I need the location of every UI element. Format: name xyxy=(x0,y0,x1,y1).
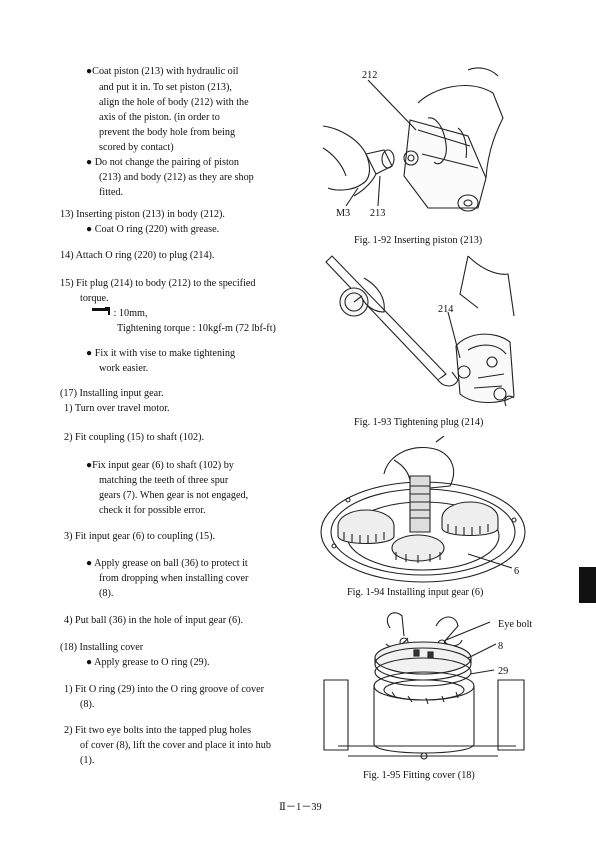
coat-piston-line-3: align the hole of body (212) with the xyxy=(99,97,249,108)
step-17-3: 3) Fit input gear (6) to coupling (15). xyxy=(64,531,216,542)
caption-fig-1-93: Fig. 1-93 Tightening plug (214) xyxy=(354,417,484,428)
step-18-2-line-1: 2) Fit two eye bolts into the tapped plu… xyxy=(64,725,252,736)
caption-fig-1-95: Fig. 1-95 Fitting cover (18) xyxy=(363,770,475,781)
step-15-line-2: torque. xyxy=(80,293,109,304)
pairing-note-line-2: (213) and body (212) as they are shop xyxy=(99,172,254,183)
coat-piston-line-4: axis of the piston. (in order to xyxy=(99,112,220,123)
section-18-note: ● Apply grease to O ring (29). xyxy=(86,657,210,668)
coat-piston-line-1: ●Coat piston (213) with hydraulic oil xyxy=(86,66,239,77)
gear-note-line-3: gears (7). When gear is not engaged, xyxy=(99,490,249,501)
label-8: 8 xyxy=(498,641,504,652)
section-18-title: (18) Installing cover xyxy=(60,642,144,653)
ball-note-line-2: from dropping when installing cover xyxy=(99,573,249,584)
coat-piston-line-5: prevent the body hole from being xyxy=(99,127,236,138)
label-m3: M3 xyxy=(336,208,351,219)
coat-piston-line-6: scored by contact) xyxy=(99,142,174,153)
section-tab-marker xyxy=(579,567,596,603)
label-214: 214 xyxy=(438,304,454,315)
label-29: 29 xyxy=(498,666,509,677)
step-13-note: ● Coat O ring (220) with grease. xyxy=(86,224,220,235)
figure-1-94: 6 xyxy=(318,436,528,584)
caption-fig-1-94: Fig. 1-94 Installing input gear (6) xyxy=(347,587,484,598)
section-17-title: (17) Installing input gear. xyxy=(60,388,164,399)
pairing-note-line-1: ● Do not change the pairing of piston xyxy=(86,157,239,168)
figure-1-95: Eye bolt 8 29 xyxy=(318,606,563,764)
step-17-4: 4) Put ball (36) in the hole of input ge… xyxy=(64,615,244,626)
torque-value: Tightening torque : 10kgf-m (72 lbf-ft) xyxy=(117,323,276,334)
gear-note-line-4: check it for possible error. xyxy=(99,505,206,516)
ball-note-line-3: (8). xyxy=(99,588,114,599)
vise-note-line-2: work easier. xyxy=(99,363,149,374)
label-eye-bolt: Eye bolt xyxy=(498,619,533,630)
torque-size: : 10mm, xyxy=(113,308,148,319)
pairing-note-line-3: fitted. xyxy=(99,187,124,198)
torque-size-line: : 10mm, xyxy=(91,306,148,321)
ball-note-line-1: ● Apply grease on ball (36) to protect i… xyxy=(86,558,248,569)
label-213: 213 xyxy=(370,208,386,219)
step-18-1-line-1: 1) Fit O ring (29) into the O ring groov… xyxy=(64,684,265,695)
step-18-2-line-3: (1). xyxy=(80,755,95,766)
label-6: 6 xyxy=(514,566,520,577)
figure-1-92: 212 M3 213 xyxy=(318,58,508,230)
step-18-1-line-2: (8). xyxy=(80,699,95,710)
gear-note-line-2: matching the teeth of three spur xyxy=(99,475,229,486)
caption-fig-1-92: Fig. 1-92 Inserting piston (213) xyxy=(354,235,483,246)
wrench-icon xyxy=(91,306,111,321)
page-number: Ⅱ－1－39 xyxy=(279,802,322,813)
vise-note-line-1: ● Fix it with vise to make tightening xyxy=(86,348,236,359)
gear-note-line-1: ●Fix input gear (6) to shaft (102) by xyxy=(86,460,234,471)
step-18-2-line-2: of cover (8), lift the cover and place i… xyxy=(80,740,271,751)
label-212: 212 xyxy=(362,70,378,81)
figure-1-93: 214 xyxy=(318,246,518,414)
step-15-line-1: 15) Fit plug (214) to body (212) to the … xyxy=(60,278,256,289)
step-17-1: 1) Turn over travel motor. xyxy=(64,403,170,414)
coat-piston-line-2: and put it in. To set piston (213), xyxy=(99,82,232,93)
step-14: 14) Attach O ring (220) to plug (214). xyxy=(60,250,215,261)
step-13: 13) Inserting piston (213) in body (212)… xyxy=(60,209,225,220)
step-17-2: 2) Fit coupling (15) to shaft (102). xyxy=(64,432,205,443)
